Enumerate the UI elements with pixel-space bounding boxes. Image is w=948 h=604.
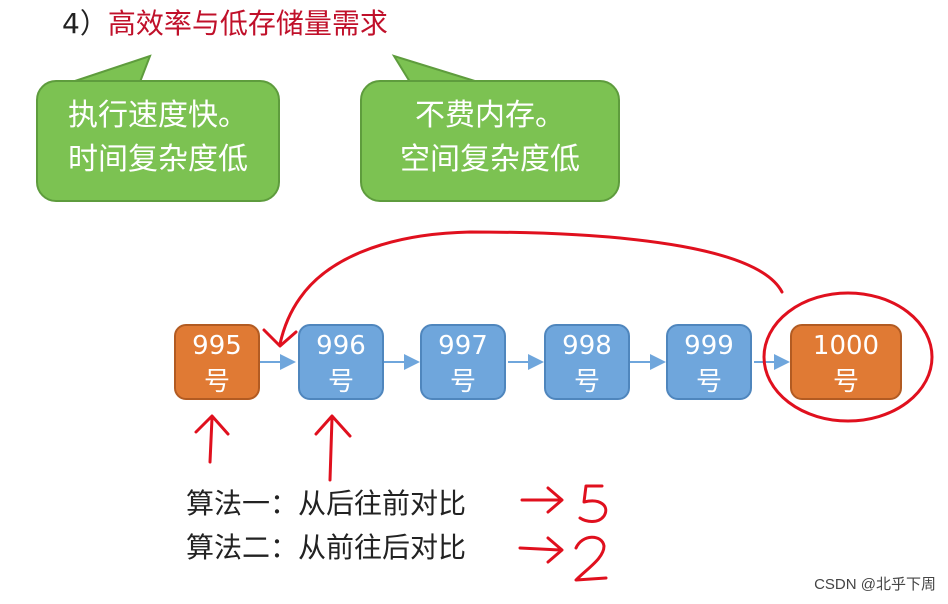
node-number: 996 — [316, 331, 366, 361]
algorithm-2: 算法二：从前往后对比 — [186, 531, 467, 564]
circle-1000 — [762, 291, 934, 423]
result-arrow-1 — [520, 486, 564, 514]
algorithm-1: 算法一：从后往前对比 — [186, 487, 467, 520]
node-number: 995 — [192, 331, 242, 361]
node-unit: 号 — [832, 367, 859, 397]
node-number: 999 — [684, 331, 734, 361]
node-number: 998 — [562, 331, 612, 361]
node-995: 995 号 — [174, 324, 260, 400]
title-prefix: 4） — [62, 7, 108, 40]
node-unit: 号 — [573, 367, 600, 397]
callout-space-line1: 不费内存。 — [415, 98, 565, 133]
node-1000: 1000 号 — [790, 324, 902, 400]
node-998: 998 号 — [544, 324, 630, 400]
pointer-arrow-996 — [314, 414, 352, 482]
node-unit: 号 — [449, 367, 476, 397]
title-highlight: 高效率与低存储量需求 — [107, 7, 388, 40]
loop-back-arrow — [278, 230, 784, 346]
node-999: 999 号 — [666, 324, 752, 400]
result-digit-5 — [578, 484, 608, 523]
node-996: 996 号 — [298, 324, 384, 400]
loop-back-arrowhead — [262, 328, 298, 348]
node-unit: 号 — [327, 367, 354, 397]
pointer-arrow-995 — [194, 414, 230, 464]
node-unit: 号 — [203, 367, 230, 397]
callout-time-line2: 时间复杂度低 — [68, 142, 248, 177]
callout-time-line1: 执行速度快。 — [68, 98, 248, 133]
node-unit: 号 — [695, 367, 722, 397]
result-arrow-2 — [518, 536, 564, 564]
node-number: 1000 — [812, 331, 880, 361]
node-number: 997 — [438, 331, 488, 361]
callout-space-box: 不费内存。 空间复杂度低 — [360, 80, 620, 202]
watermark: CSDN @北乎下周 — [814, 576, 936, 593]
node-997: 997 号 — [420, 324, 506, 400]
page-title: 4）高效率与低存储量需求 — [62, 4, 388, 44]
result-digit-2 — [574, 535, 608, 582]
callout-space-line2: 空间复杂度低 — [400, 142, 580, 177]
callout-time-box: 执行速度快。 时间复杂度低 — [36, 80, 280, 202]
